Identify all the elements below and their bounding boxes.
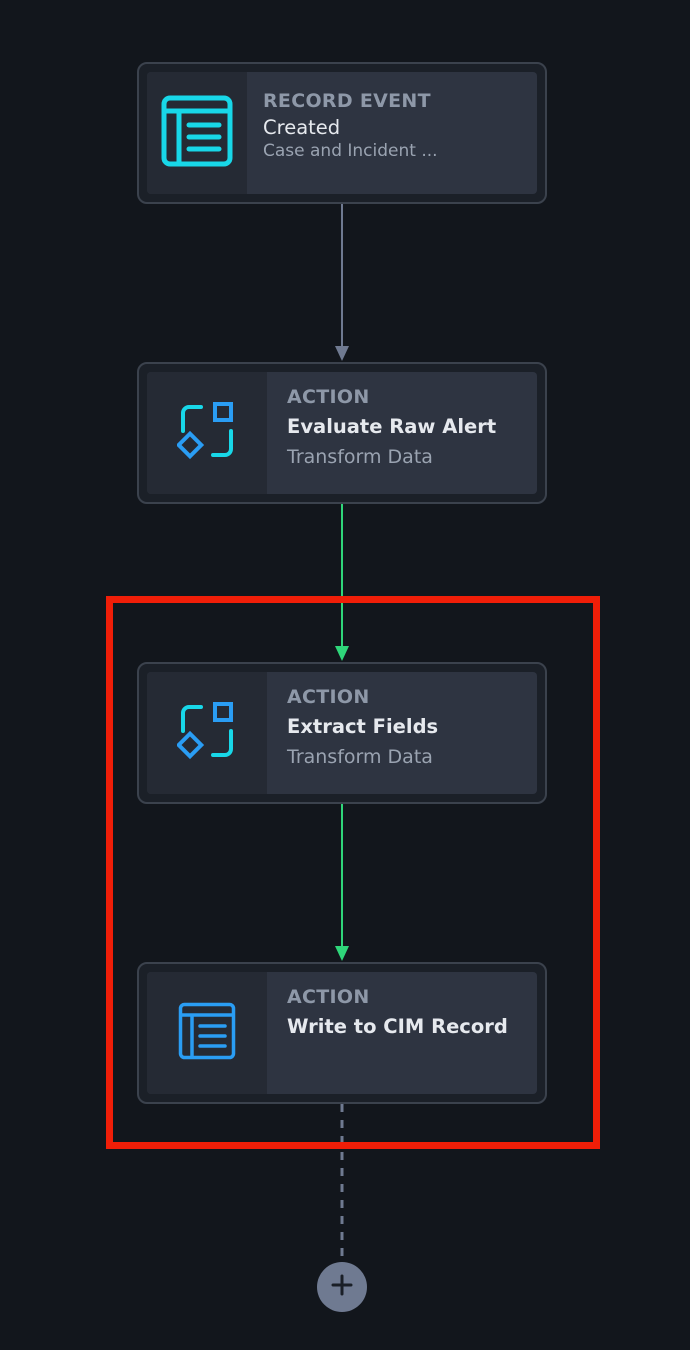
- highlight-box: [106, 596, 600, 1149]
- node-text: ACTION Write to CIM Record: [267, 972, 537, 1094]
- node-icon-panel: [147, 372, 267, 494]
- node-body: ACTION Write to CIM Record: [147, 972, 537, 1094]
- node-text: ACTION Extract Fields Transform Data: [267, 672, 537, 794]
- node-subtitle: Case and Incident ...: [263, 141, 438, 161]
- plus-icon: [331, 1274, 353, 1300]
- node-title: Write to CIM Record: [287, 1015, 508, 1038]
- node-title: Evaluate Raw Alert: [287, 415, 497, 438]
- node-body: ACTION Evaluate Raw Alert Transform Data: [147, 372, 537, 494]
- node-text: RECORD EVENT Created Case and Incident .…: [247, 72, 537, 194]
- node-title: Created: [263, 116, 341, 139]
- node-type-label: ACTION: [287, 986, 370, 1008]
- node-type-label: RECORD EVENT: [263, 90, 431, 112]
- record-table-icon: [161, 95, 233, 171]
- node-subtitle: Transform Data: [287, 446, 433, 468]
- record-table-icon: [178, 1002, 236, 1064]
- node-icon-panel: [147, 972, 267, 1094]
- node-icon-panel: [147, 672, 267, 794]
- workflow-node-evaluate-raw-alert[interactable]: ACTION Evaluate Raw Alert Transform Data: [137, 362, 547, 504]
- node-body: ACTION Extract Fields Transform Data: [147, 672, 537, 794]
- transform-data-icon: [175, 401, 237, 465]
- workflow-node-extract-fields[interactable]: ACTION Extract Fields Transform Data: [137, 662, 547, 804]
- node-icon-panel: [147, 72, 247, 194]
- transform-data-icon: [175, 701, 237, 765]
- connector-arrow-icon: [335, 946, 349, 961]
- connector-extract-to-write: [341, 804, 343, 948]
- node-text: ACTION Evaluate Raw Alert Transform Data: [267, 372, 537, 494]
- add-step-button[interactable]: [317, 1262, 367, 1312]
- node-type-label: ACTION: [287, 386, 370, 408]
- workflow-node-record-event[interactable]: RECORD EVENT Created Case and Incident .…: [137, 62, 547, 204]
- connector-dashed-to-add: [340, 1104, 344, 1264]
- connector-evaluate-to-extract: [341, 504, 343, 648]
- connector-arrow-icon: [335, 646, 349, 661]
- node-title: Extract Fields: [287, 715, 439, 738]
- connector-arrow-icon: [335, 346, 349, 361]
- node-body: RECORD EVENT Created Case and Incident .…: [147, 72, 537, 194]
- node-type-label: ACTION: [287, 686, 370, 708]
- workflow-node-write-to-cim-record[interactable]: ACTION Write to CIM Record: [137, 962, 547, 1104]
- connector-created-to-evaluate: [341, 204, 343, 348]
- node-subtitle: Transform Data: [287, 746, 433, 768]
